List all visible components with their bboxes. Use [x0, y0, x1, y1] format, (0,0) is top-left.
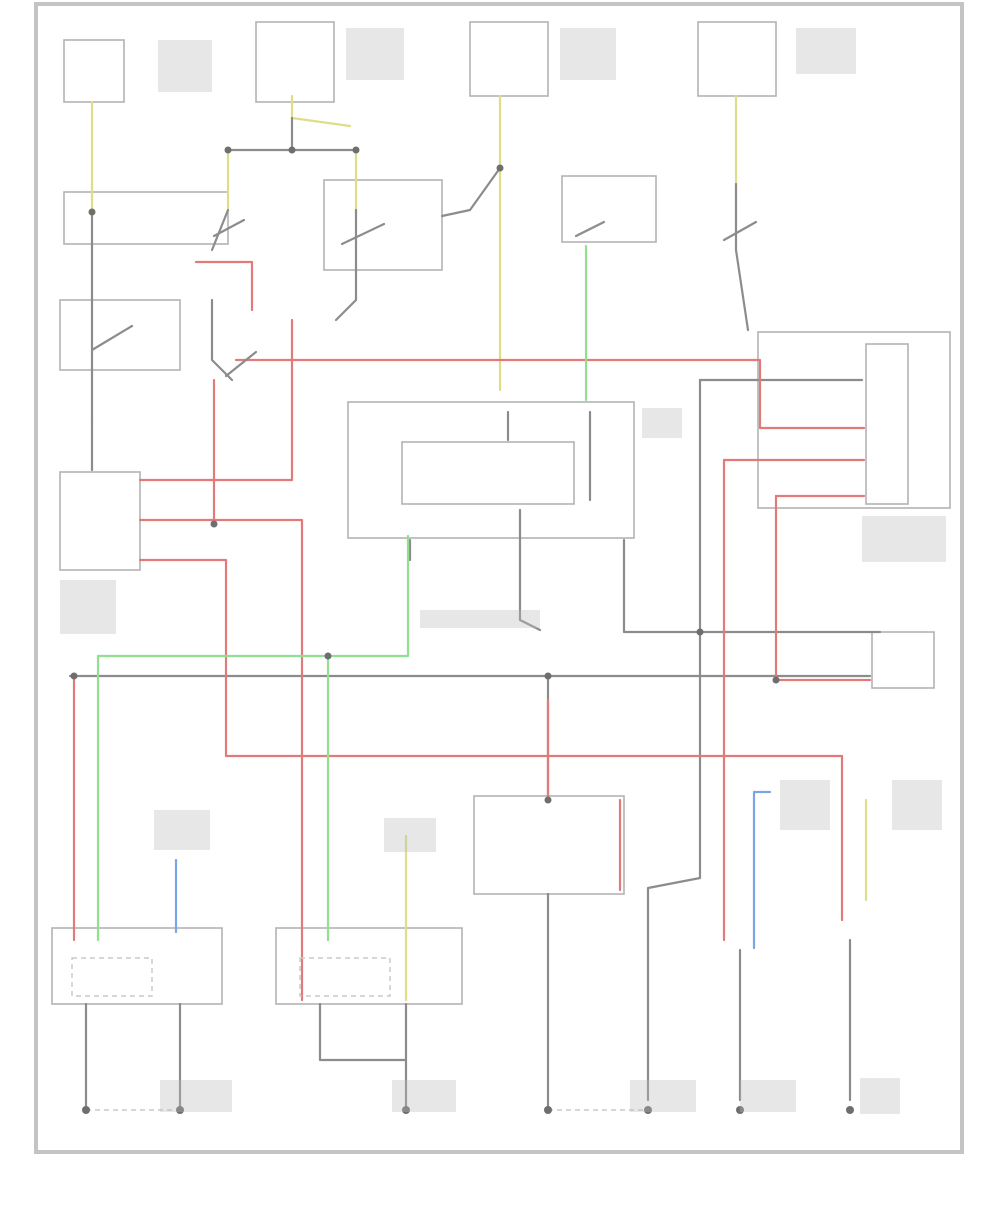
switch-icon	[90, 324, 134, 352]
dashed-outlines	[71, 957, 648, 1111]
switch-box-right	[561, 175, 657, 243]
splice-icon	[696, 628, 704, 636]
component-box-top-2	[255, 21, 335, 103]
connector-block-right	[757, 331, 951, 509]
control-module-center	[347, 401, 635, 539]
grounds	[82, 1106, 854, 1114]
splice-icon	[544, 672, 552, 680]
component-box-top-3	[469, 21, 549, 97]
lamp-assembly-left	[51, 927, 223, 1005]
wires-blue	[174, 790, 772, 950]
splice-icon	[772, 676, 780, 684]
switch-icon	[722, 220, 758, 242]
splice-icon	[544, 796, 552, 804]
splice-icon	[224, 146, 232, 154]
splice-icon	[352, 146, 360, 154]
sensor-box-right	[871, 631, 935, 689]
splice-icon	[496, 164, 504, 172]
ground-icon	[644, 1106, 652, 1114]
splice-icon	[288, 146, 296, 154]
switch-icon	[340, 222, 386, 246]
switch-box-left	[59, 299, 181, 371]
switches	[90, 218, 758, 378]
control-module-inner	[401, 441, 575, 505]
splice-icon	[70, 672, 78, 680]
component-box-top-left	[63, 39, 125, 103]
wires-red	[72, 260, 872, 1002]
wires-black	[68, 116, 882, 1112]
switch-icon	[224, 350, 258, 378]
wires-green	[96, 244, 588, 942]
splice-nodes	[70, 146, 780, 804]
splice-icon	[210, 520, 218, 528]
ground-icon	[402, 1106, 410, 1114]
switch-icon	[574, 220, 606, 238]
ground-icon	[736, 1106, 744, 1114]
ground-icon	[544, 1106, 552, 1114]
ground-icon	[846, 1106, 854, 1114]
relay-box-center	[323, 179, 443, 271]
ground-icon	[82, 1106, 90, 1114]
switch-icon	[212, 218, 246, 238]
ground-icon	[176, 1106, 184, 1114]
relay-box-left	[63, 191, 229, 245]
connector-block-right-inner	[865, 343, 909, 505]
lamp-assembly-center	[275, 927, 463, 1005]
illegible-label-blocks	[60, 28, 946, 1114]
splice-icon	[324, 652, 332, 660]
splice-icon	[88, 208, 96, 216]
